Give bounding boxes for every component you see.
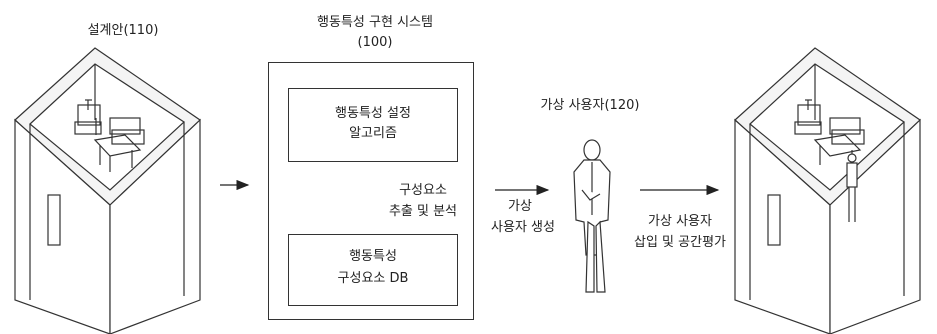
insert-label-line1: 가상 사용자	[648, 214, 712, 229]
virtual-user-figure	[573, 139, 611, 293]
algorithm-box: 행동특성 설정 알고리즘	[288, 88, 458, 162]
insert-label-line2: 삽입 및 공간평가	[634, 235, 726, 250]
design-plan-room-drawing	[14, 47, 201, 334]
virtual-user-label: 가상 사용자(120)	[540, 98, 640, 113]
create-label-line1: 가상	[508, 199, 532, 214]
evaluation-room-drawing	[734, 47, 921, 334]
system-title: 행동특성 구현 시스템	[317, 15, 433, 30]
db-line2: 구성요소 DB	[337, 271, 409, 286]
extract-label-line1: 구성요소	[399, 183, 447, 198]
algorithm-line1: 행동특성 설정	[335, 106, 411, 121]
algorithm-line2: 알고리즘	[349, 126, 397, 141]
system-number: (100)	[357, 35, 393, 50]
create-label-line2: 사용자 생성	[491, 220, 555, 235]
extract-label-line2: 추출 및 분석	[388, 204, 458, 219]
design-plan-label: 설계안(110)	[87, 23, 159, 38]
db-line1: 행동특성	[349, 249, 397, 264]
db-box: 행동특성 구성요소 DB	[288, 234, 458, 306]
